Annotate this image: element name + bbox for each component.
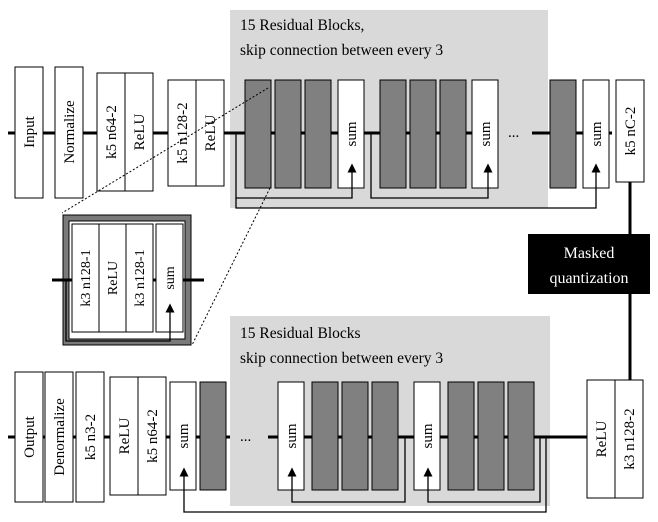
encoder-sum-node: sum bbox=[582, 79, 610, 189]
decoder-ellipsis: ... bbox=[240, 429, 251, 445]
inset-skip-connection bbox=[65, 280, 175, 342]
svg-text:ReLU: ReLU bbox=[106, 261, 121, 295]
svg-text:sum: sum bbox=[176, 423, 192, 448]
encoder-skip-connection bbox=[370, 133, 493, 199]
decoder-skip-connection bbox=[179, 437, 547, 513]
inset-relu-node: ReLU bbox=[98, 223, 127, 333]
decoder-res-block bbox=[199, 381, 227, 491]
svg-text:ReLU: ReLU bbox=[203, 115, 219, 152]
encoder-relu2-node: ReLU bbox=[195, 79, 225, 187]
masked-quantization-line1: Masked bbox=[564, 245, 615, 262]
svg-text:Normalize: Normalize bbox=[62, 100, 78, 164]
svg-text:Input: Input bbox=[22, 115, 38, 147]
svg-text:k5 n64-2: k5 n64-2 bbox=[104, 105, 120, 159]
svg-text:k5 nC-2: k5 nC-2 bbox=[623, 107, 639, 156]
inset-conv-a-node: k3 n128-1 bbox=[71, 223, 100, 333]
encoder-res-block bbox=[439, 79, 467, 189]
svg-text:ReLU: ReLU bbox=[594, 421, 610, 458]
encoder-conv1-node: k5 n64-2 bbox=[96, 72, 126, 192]
svg-text:k3 n128-1: k3 n128-1 bbox=[79, 249, 94, 306]
decoder-res-block bbox=[507, 381, 535, 491]
encoder-skip-connection bbox=[235, 163, 601, 209]
svg-text:k5 n128-2: k5 n128-2 bbox=[175, 102, 191, 163]
masked-quantization-line2: quantization bbox=[549, 270, 628, 287]
decoder-sum-node: sum bbox=[413, 381, 441, 491]
encoder-relu1-node: ReLU bbox=[124, 72, 154, 192]
encoder-res-block bbox=[549, 79, 577, 189]
encoder-conv-out-node: k5 nC-2 bbox=[615, 79, 645, 183]
encoder-panel-title-line1: 15 Residual Blocks, bbox=[240, 17, 364, 34]
svg-text:k5 n3-2: k5 n3-2 bbox=[83, 414, 99, 460]
encoder-skip-connection bbox=[235, 133, 357, 199]
encoder-res-block bbox=[379, 79, 407, 189]
encoder-conv2-node: k5 n128-2 bbox=[167, 79, 197, 187]
svg-text:Output: Output bbox=[22, 415, 38, 458]
svg-text:Denormalize: Denormalize bbox=[52, 398, 68, 476]
encoder-res-block bbox=[304, 79, 332, 189]
encoder-res-block bbox=[409, 79, 437, 189]
decoder-res-block bbox=[447, 381, 475, 491]
svg-text:ReLU: ReLU bbox=[117, 418, 133, 455]
encoder-res-block bbox=[244, 79, 272, 189]
decoder-output-node: Output bbox=[14, 371, 44, 503]
svg-text:sum: sum bbox=[420, 423, 436, 448]
svg-text:k3 n128-2: k3 n128-2 bbox=[622, 408, 638, 469]
svg-text:sum: sum bbox=[589, 121, 605, 146]
decoder-conv-in-node: k3 n128-2 bbox=[614, 379, 644, 499]
decoder-skip-connection bbox=[287, 437, 406, 503]
zoom-guide-line bbox=[191, 187, 271, 346]
zoom-guide-line bbox=[61, 87, 269, 214]
decoder-sum-node: sum bbox=[169, 381, 197, 491]
decoder-denormalize-node: Denormalize bbox=[44, 371, 74, 503]
decoder-conv-out-node: k5 n3-2 bbox=[75, 371, 105, 503]
inset-conv-b-node: k3 n128-1 bbox=[125, 223, 154, 333]
svg-text:sum: sum bbox=[163, 266, 178, 289]
encoder-normalize-node: Normalize bbox=[54, 66, 84, 199]
decoder-conv1-node: k5 n64-2 bbox=[137, 376, 167, 496]
decoder-res-block bbox=[311, 381, 339, 491]
svg-text:k5 n64-2: k5 n64-2 bbox=[145, 409, 161, 463]
decoder-res-block bbox=[477, 381, 505, 491]
svg-text:k3 n128-1: k3 n128-1 bbox=[133, 249, 148, 306]
decoder-panel-title-line2: skip connection between every 3 bbox=[240, 350, 443, 367]
decoder-res-block bbox=[371, 381, 399, 491]
encoder-panel-title-line2: skip connection between every 3 bbox=[240, 42, 443, 59]
decoder-relu1-node: ReLU bbox=[109, 376, 139, 496]
decoder-panel-title-line1: 15 Residual Blocks bbox=[240, 325, 361, 342]
masked-quantization-box bbox=[528, 234, 650, 294]
decoder-res-block bbox=[341, 381, 369, 491]
svg-text:ReLU: ReLU bbox=[132, 114, 148, 151]
decoder-skip-connection bbox=[423, 437, 541, 503]
encoder-ellipsis: ... bbox=[508, 125, 519, 141]
decoder-relu-in-node: ReLU bbox=[586, 379, 616, 499]
svg-text:sum: sum bbox=[478, 121, 494, 146]
encoder-sum-node: sum bbox=[337, 79, 365, 189]
encoder-res-block bbox=[274, 79, 302, 189]
svg-text:sum: sum bbox=[284, 423, 300, 448]
svg-text:sum: sum bbox=[344, 121, 360, 146]
encoder-input-node: Input bbox=[14, 66, 44, 199]
decoder-sum-node: sum bbox=[277, 381, 305, 491]
encoder-sum-node: sum bbox=[471, 79, 499, 189]
